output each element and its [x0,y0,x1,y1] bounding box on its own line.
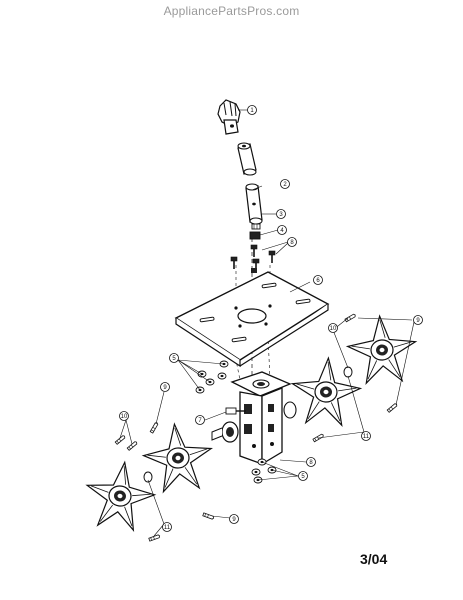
svg-text:5: 5 [172,356,176,362]
retainer-clip [249,231,261,240]
svg-text:6: 6 [316,278,320,284]
callout-3: 3 [276,209,286,219]
callout-11-right: 11 [361,431,371,441]
mounting-plate [174,271,330,368]
callout-5-lower: 5 [298,471,308,481]
svg-text:11: 11 [164,525,171,531]
tine-right-inner [289,355,363,427]
callout-5-upper: 5 [169,353,179,363]
svg-text:9: 9 [416,318,420,324]
svg-text:7: 7 [198,418,202,424]
callout-4: 4 [277,225,287,235]
callout-1: 1 [247,105,257,115]
callout-10-left: 10 [119,411,129,421]
svg-text:2: 2 [283,182,287,188]
leader-lines [119,109,415,537]
callout-labels: 1 2 3 4 8 6 9 5 9 7 10 11 8 5 10 11 9 [119,105,423,532]
tine-left-outer [81,456,160,534]
svg-text:10: 10 [121,414,128,420]
svg-text:9: 9 [232,517,236,523]
callout-6: 6 [313,275,323,285]
svg-text:10: 10 [330,326,337,332]
callout-8-top: 8 [287,237,297,247]
revision-date: 3/04 [360,551,388,567]
callout-9-bottom: 9 [229,514,239,524]
callout-1-text: 1 [250,108,254,114]
svg-text:3: 3 [279,212,283,218]
callout-7: 7 [195,415,205,425]
shift-handle-knob [217,99,241,135]
svg-text:8: 8 [309,460,313,466]
svg-text:9: 9 [163,385,167,391]
spring-pin [251,223,261,230]
svg-text:5: 5 [301,474,305,480]
svg-text:8: 8 [290,240,294,246]
svg-text:4: 4 [280,228,284,234]
side-bolt [225,407,246,415]
site-watermark: AppliancePartsPros.com [163,4,300,18]
tine-washers [143,366,353,483]
svg-text:11: 11 [363,434,370,440]
callout-2: 2 [280,179,290,189]
tine-right-outer [345,313,419,385]
transmission-housing [211,371,297,466]
mounting-bolts-top [230,244,276,273]
callout-8-lower: 8 [306,457,316,467]
hex-nuts-upper [195,360,229,394]
shift-shaft-tube [237,142,257,176]
callout-9-left: 9 [160,382,170,392]
callout-11-left: 11 [162,522,172,532]
shift-rod [245,183,263,225]
callout-10-right: 10 [328,323,338,333]
callout-9-right: 9 [413,315,423,325]
